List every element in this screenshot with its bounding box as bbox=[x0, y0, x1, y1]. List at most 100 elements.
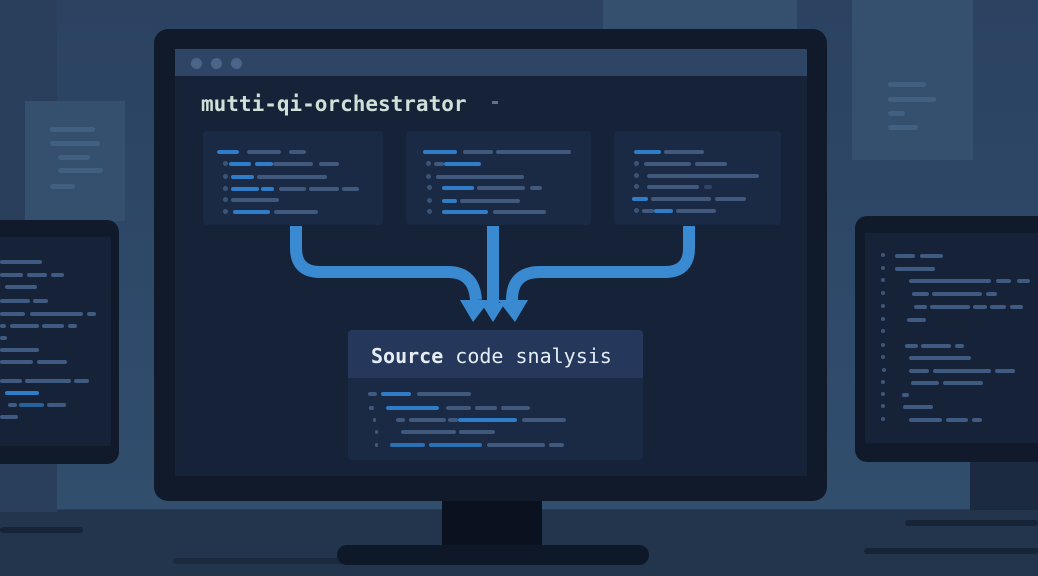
code-line bbox=[8, 403, 17, 407]
code-line bbox=[651, 197, 711, 201]
code-line bbox=[289, 150, 306, 154]
code-line bbox=[973, 305, 987, 309]
desk-shadow bbox=[864, 548, 1038, 554]
code-line bbox=[946, 418, 968, 422]
line-marker bbox=[634, 208, 639, 213]
code-line bbox=[51, 273, 64, 277]
window-control-dot[interactable] bbox=[231, 58, 242, 69]
source-panel-3[interactable] bbox=[614, 131, 781, 225]
title-bold-part: Source bbox=[371, 344, 444, 368]
main-monitor-stand-neck bbox=[442, 500, 542, 545]
line-marker bbox=[881, 317, 885, 321]
code-line bbox=[895, 267, 935, 271]
code-line-highlighted bbox=[217, 150, 239, 154]
code-line bbox=[25, 379, 71, 383]
analysis-panel-title: Source code snalysis bbox=[371, 344, 612, 368]
code-line bbox=[37, 360, 67, 364]
arrow-left-branch bbox=[290, 226, 482, 301]
line-marker bbox=[223, 209, 228, 214]
code-line bbox=[909, 279, 991, 283]
code-line bbox=[907, 318, 926, 322]
code-line bbox=[912, 292, 929, 296]
code-line bbox=[0, 299, 30, 303]
code-line bbox=[0, 260, 42, 264]
code-line bbox=[715, 197, 746, 201]
background-doc-line bbox=[58, 168, 103, 173]
source-code-analysis-panel[interactable]: Source code snalysis bbox=[348, 330, 643, 460]
code-line bbox=[396, 418, 405, 422]
source-panel-2[interactable] bbox=[406, 131, 591, 225]
code-line bbox=[0, 360, 33, 364]
code-line bbox=[247, 150, 281, 154]
left-monitor-screen bbox=[0, 237, 111, 446]
code-line bbox=[0, 273, 23, 277]
code-line bbox=[409, 418, 446, 422]
line-marker bbox=[881, 291, 885, 295]
code-line-highlighted bbox=[442, 199, 457, 203]
code-line bbox=[273, 162, 313, 166]
desk-shadow bbox=[173, 558, 373, 564]
code-line-highlighted bbox=[632, 197, 648, 201]
code-line-highlighted bbox=[229, 162, 251, 166]
code-line bbox=[642, 209, 654, 213]
code-line bbox=[1010, 305, 1023, 309]
line-marker bbox=[223, 161, 228, 166]
code-line bbox=[911, 381, 939, 385]
background-doc-line bbox=[888, 111, 905, 116]
code-line bbox=[68, 324, 77, 328]
code-line bbox=[10, 324, 39, 328]
window-control-dot[interactable] bbox=[211, 58, 222, 69]
background-doc-line bbox=[50, 127, 95, 132]
code-line-highlighted bbox=[386, 406, 439, 410]
code-line-highlighted bbox=[233, 210, 270, 214]
code-line bbox=[903, 405, 933, 409]
code-line bbox=[448, 418, 458, 422]
code-line bbox=[530, 186, 542, 190]
code-line bbox=[257, 175, 327, 179]
background-panel-top-center bbox=[603, 0, 797, 30]
line-marker bbox=[223, 174, 228, 179]
arrow-head-right bbox=[498, 300, 528, 322]
window-control-dot[interactable] bbox=[191, 58, 202, 69]
code-line bbox=[0, 336, 7, 340]
code-line bbox=[47, 403, 66, 407]
code-line-highlighted bbox=[654, 209, 673, 213]
background-doc-line bbox=[888, 97, 936, 102]
background-doc-line bbox=[50, 141, 100, 146]
line-marker bbox=[881, 404, 885, 408]
code-line-highlighted bbox=[255, 162, 273, 166]
code-line bbox=[914, 305, 927, 309]
code-line bbox=[676, 209, 716, 213]
code-line bbox=[319, 162, 339, 166]
code-line-highlighted bbox=[231, 175, 254, 179]
code-line bbox=[921, 344, 951, 348]
code-line bbox=[0, 379, 22, 383]
code-line bbox=[496, 150, 571, 154]
code-line bbox=[446, 406, 471, 410]
code-line-highlighted bbox=[5, 391, 39, 395]
arrow-right-branch bbox=[506, 226, 695, 301]
code-line bbox=[986, 292, 997, 296]
line-marker bbox=[427, 198, 432, 203]
code-line bbox=[477, 186, 525, 190]
code-line bbox=[1017, 279, 1030, 283]
text-cursor bbox=[492, 101, 498, 104]
source-panel-1[interactable] bbox=[203, 131, 383, 225]
line-marker bbox=[881, 278, 885, 282]
desk-shadow bbox=[0, 527, 83, 533]
background-document-panel-right bbox=[852, 0, 973, 160]
background-doc-line bbox=[50, 184, 75, 189]
code-line bbox=[695, 162, 727, 166]
code-line bbox=[42, 324, 64, 328]
left-monitor-stand bbox=[0, 462, 57, 512]
code-line bbox=[373, 418, 376, 422]
code-line-highlighted bbox=[458, 418, 517, 422]
code-line bbox=[895, 254, 915, 258]
background-doc-line bbox=[888, 82, 926, 87]
code-line-highlighted bbox=[634, 150, 661, 154]
line-marker bbox=[634, 161, 639, 166]
code-line bbox=[74, 379, 89, 383]
code-line bbox=[463, 150, 493, 154]
code-line bbox=[955, 344, 964, 348]
code-line bbox=[909, 369, 929, 373]
